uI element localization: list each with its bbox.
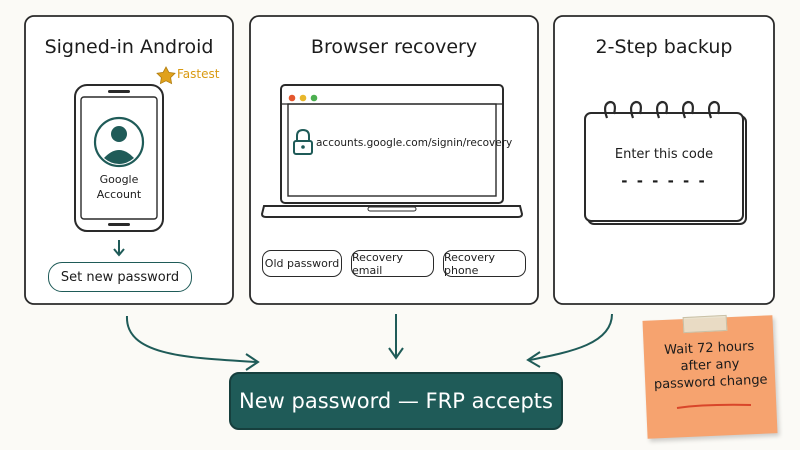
panel-backup-title: 2-Step backup: [595, 36, 733, 58]
window-dot-yellow-icon: [299, 94, 307, 102]
avatar-icon: [93, 116, 145, 168]
code-placeholder: - - - - - -: [621, 172, 707, 190]
sticky-underline: [676, 403, 752, 409]
window-dot-green-icon: [310, 94, 318, 102]
sticky-tape: [682, 314, 728, 334]
arrow-backup-to-result: [529, 313, 613, 361]
phone-screen-text: Google Account: [96, 173, 142, 201]
down-arrow-icon: [113, 240, 125, 257]
laptop-icon: [260, 84, 524, 218]
lock-icon: [293, 128, 313, 155]
code-prompt: Enter this code: [614, 147, 714, 162]
star-icon: [156, 66, 176, 85]
sticky-note-text: Wait 72 hours after any password change: [653, 339, 768, 393]
option-recovery-phone[interactable]: Recovery phone: [443, 250, 526, 277]
result-box: New password — FRP accepts: [229, 372, 563, 430]
fastest-badge: Fastest: [177, 67, 220, 81]
recovery-url[interactable]: accounts.google.com/signin/recovery: [316, 137, 513, 149]
option-old-password[interactable]: Old password: [262, 250, 342, 277]
notepad-icon: [584, 100, 747, 225]
panel-android-title: Signed-in Android: [44, 36, 214, 58]
panel-browser-title: Browser recovery: [310, 36, 478, 58]
window-dot-red-icon: [288, 94, 296, 102]
option-recovery-email[interactable]: Recovery email: [351, 250, 434, 277]
set-new-password-button[interactable]: Set new password: [48, 262, 192, 292]
arrow-android-to-result: [125, 315, 257, 363]
